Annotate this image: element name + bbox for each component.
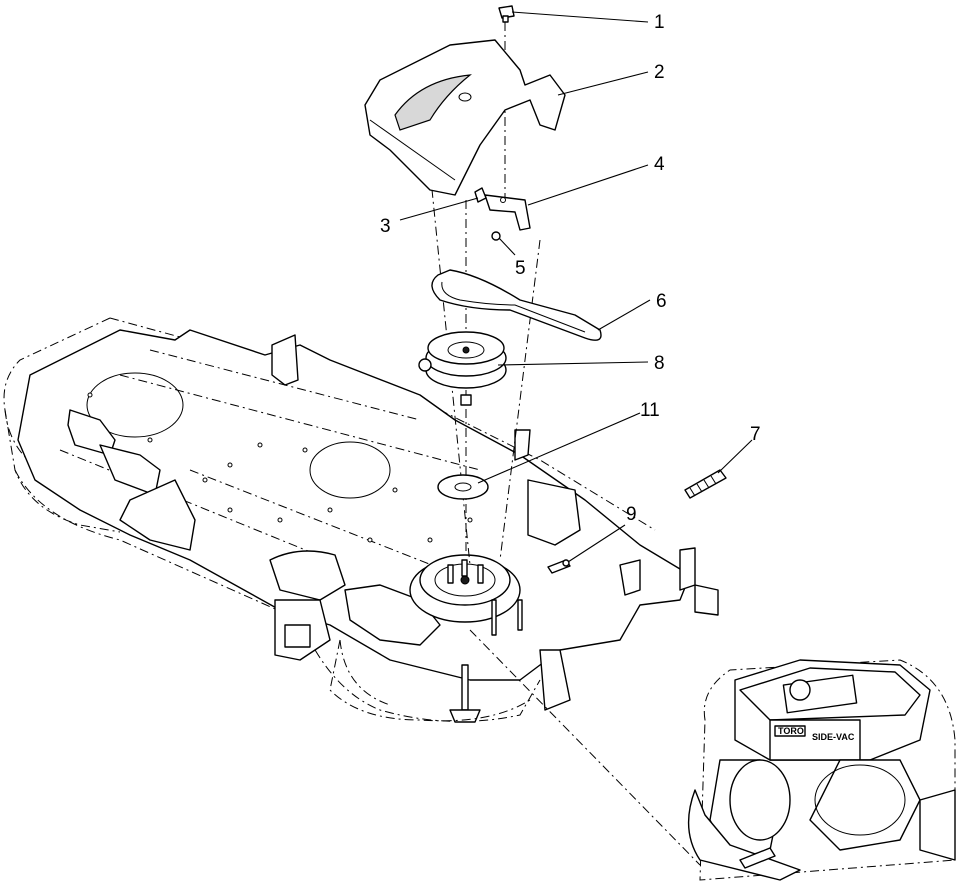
callout-5: 5 xyxy=(515,258,526,279)
callout-3: 3 xyxy=(380,216,391,237)
engine-brand-label: TORO xyxy=(778,726,804,736)
callout-1: 1 xyxy=(654,12,665,33)
callouts: 1 2 3 4 5 6 7 8 9 11 xyxy=(380,11,761,563)
callout-2: 2 xyxy=(654,62,665,83)
part-belt-cover xyxy=(364,39,566,196)
callout-6: 6 xyxy=(656,291,667,312)
spindle-pulley xyxy=(409,554,523,636)
callout-9: 9 xyxy=(626,504,637,525)
callout-7: 7 xyxy=(750,424,761,445)
part-pulley xyxy=(418,331,507,406)
part-idler-bracket xyxy=(474,187,531,231)
part-bolt xyxy=(547,559,571,574)
part-knob-screw xyxy=(498,5,515,23)
mower-deck xyxy=(3,317,719,723)
part-spring xyxy=(684,469,727,499)
part-washer xyxy=(437,474,489,500)
part-nut xyxy=(491,231,501,241)
callout-11: 11 xyxy=(640,400,660,421)
part-belt xyxy=(431,269,602,341)
engine-assembly: TORO SIDE-VAC xyxy=(687,659,956,881)
callout-4: 4 xyxy=(654,154,665,175)
callout-8: 8 xyxy=(654,353,665,374)
engine-model-label: SIDE-VAC xyxy=(812,732,855,742)
